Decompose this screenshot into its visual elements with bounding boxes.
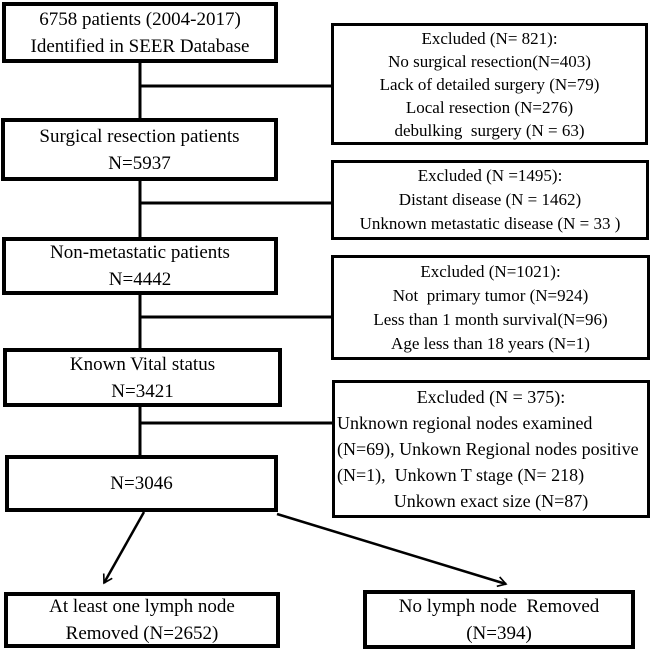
box-text-line: Excluded (N =1495):: [417, 166, 563, 185]
flow-box-lymph-node-removed: At least one lymph node Removed (N=2652): [4, 592, 280, 648]
arrow-to-no-lymph-removed: [276, 512, 508, 588]
arrow-to-lymph-removed: [102, 511, 146, 585]
box-text-line: Non-metastatic patients: [50, 242, 230, 263]
excluded-box-metastatic: Excluded (N =1495): Distant disease (N =…: [331, 160, 649, 240]
box-text-line: N=3046: [110, 473, 173, 494]
excluded-box-primary-tumor: Excluded (N=1021): Not primary tumor (N=…: [331, 255, 650, 360]
box-text-line: Unknown metastatic disease (N = 33 ): [359, 214, 621, 233]
flow-box-non-metastatic: Non-metastatic patients N=4442: [2, 237, 278, 295]
box-text-line: Known Vital status: [69, 353, 216, 375]
flow-box-no-lymph-node-removed: No lymph node Removed (N=394): [363, 590, 635, 649]
excluded-box-surgery: Excluded (N= 821): No surgical resection…: [331, 23, 648, 145]
box-text-line: (N=1), Unkown T stage (N= 218): [337, 465, 585, 485]
box-text-line: No surgical resection(N=403): [388, 51, 591, 71]
flow-box-seer-cohort: 6758 patients (2004-2017) Identified in …: [2, 2, 278, 63]
box-text-line: Unkown exact size (N=87): [393, 491, 589, 511]
box-text-line: Removed (N=2652): [65, 623, 219, 644]
box-text-line: Age less than 18 years (N=1): [391, 333, 590, 353]
box-text-line: (N=69), Unkown Regional nodes positive: [337, 439, 639, 459]
box-text-line: Excluded (N = 375):: [416, 387, 566, 407]
box-text-line: Local resection (N=276): [405, 97, 574, 117]
flow-box-surgical-resection: Surgical resection patients N=5937: [1, 118, 278, 181]
box-text-line: Excluded (N=1021):: [420, 261, 561, 281]
box-text-line: Distant disease (N = 1462): [398, 190, 582, 209]
box-text-line: Lack of detailed surgery (N=79): [379, 74, 600, 94]
box-text-line: Excluded (N= 821):: [421, 28, 558, 48]
excluded-box-nodes: Excluded (N = 375): Unknown regional nod…: [332, 380, 650, 518]
flow-box-known-vital-status: Known Vital status N=3421: [3, 348, 282, 407]
box-text-line: Identified in SEER Database: [30, 35, 250, 57]
box-text-line: No lymph node Removed: [398, 595, 600, 617]
box-text-line: (N=394): [466, 622, 532, 644]
box-text-line: N=4442: [108, 269, 172, 290]
box-text-line: N=3421: [111, 380, 174, 402]
box-text-line: debulking surgery (N = 63): [394, 120, 585, 140]
box-text-line: At least one lymph node: [49, 596, 235, 617]
box-text-line: Unknown regional nodes examined: [337, 413, 593, 433]
flow-box-final-cohort: N=3046: [5, 455, 278, 512]
box-text-line: 6758 patients (2004-2017): [39, 8, 241, 30]
box-text-line: Surgical resection patients: [39, 125, 240, 147]
box-text-line: N=5937: [108, 152, 171, 174]
box-text-line: Less than 1 month survival(N=96): [373, 309, 608, 329]
box-text-line: Not primary tumor (N=924): [392, 285, 589, 305]
